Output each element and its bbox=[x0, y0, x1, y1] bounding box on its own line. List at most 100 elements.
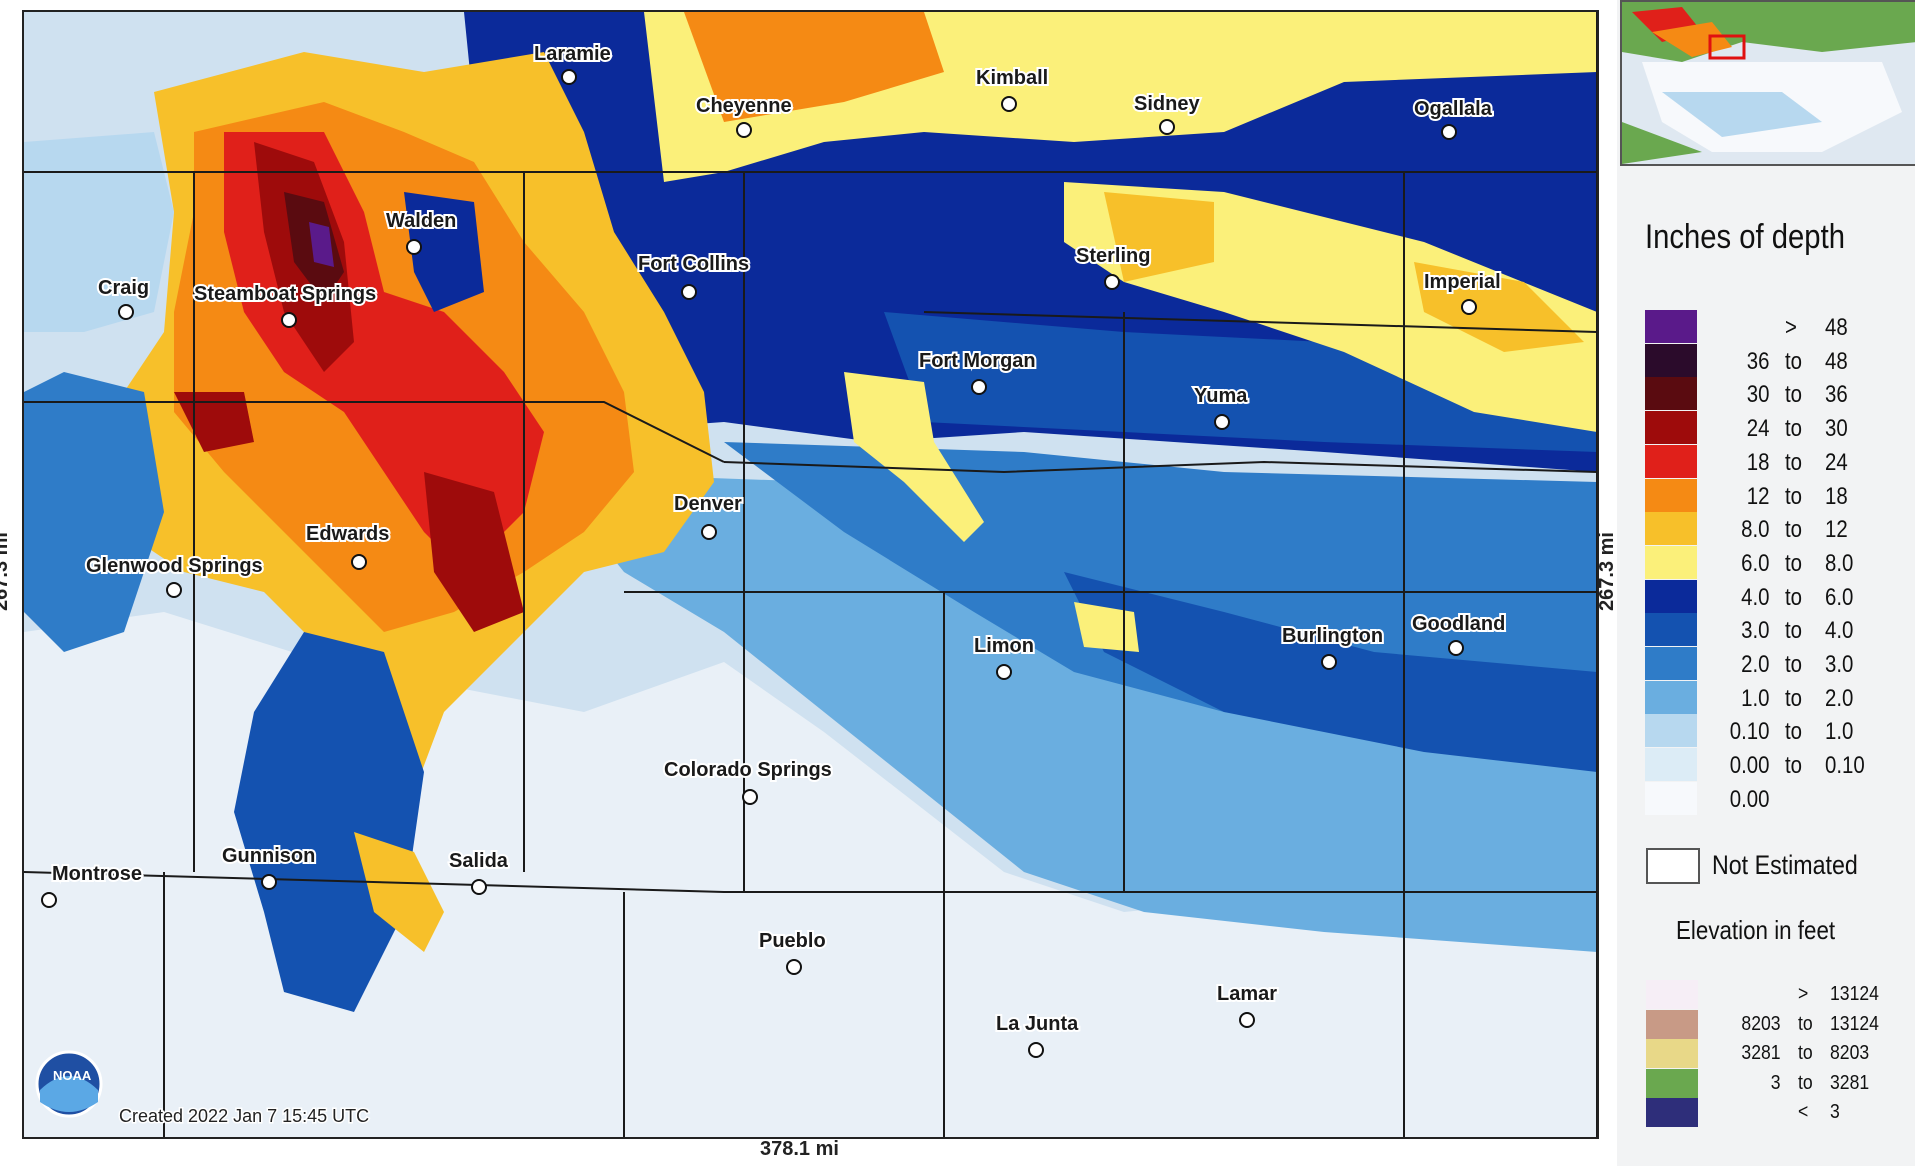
scale-vertical-left: 267.3 mi bbox=[0, 532, 12, 611]
city-gunnison[interactable]: Gunnison bbox=[220, 843, 317, 890]
scale-vertical-right: 267.3 mi bbox=[1595, 532, 1618, 611]
depth-legend-from: 1.0 bbox=[1741, 684, 1770, 712]
depth-legend-sep: to bbox=[1785, 549, 1803, 577]
snow-2-3in-west bbox=[24, 372, 164, 652]
city-lamar[interactable]: Lamar bbox=[1215, 981, 1279, 1028]
city-glenwood-springs[interactable]: Glenwood Springs bbox=[84, 553, 265, 598]
city-yuma[interactable]: Yuma bbox=[1192, 383, 1250, 430]
elevation-swatch bbox=[1646, 1009, 1698, 1039]
depth-legend-sep: to bbox=[1785, 718, 1803, 746]
city-imperial[interactable]: Imperial bbox=[1422, 269, 1503, 315]
depth-legend-sep: to bbox=[1785, 415, 1803, 443]
snow-6-8in-denver-lobe bbox=[844, 372, 984, 542]
svg-text:Limon: Limon bbox=[974, 635, 1034, 657]
city-limon[interactable]: Limon bbox=[972, 633, 1036, 680]
map-canvas: Laramie Cheyenne Kimball Sidney Ogallala… bbox=[24, 12, 1597, 1137]
depth-legend-from: 12 bbox=[1746, 482, 1770, 510]
depth-legend-to: 1.0 bbox=[1825, 718, 1854, 746]
depth-legend-sep: to bbox=[1785, 448, 1803, 476]
city-colorado-springs[interactable]: Colorado Springs bbox=[662, 757, 834, 805]
city-edwards[interactable]: Edwards bbox=[304, 521, 391, 570]
elevation-legend-to: 3 bbox=[1830, 1101, 1840, 1123]
city-pueblo[interactable]: Pueblo bbox=[757, 928, 828, 975]
svg-text:Fort Morgan: Fort Morgan bbox=[919, 350, 1036, 372]
depth-legend-to: 3.0 bbox=[1825, 651, 1854, 678]
snow-3-4in-gunnison bbox=[234, 632, 424, 1012]
depth-legend-sep: to bbox=[1785, 381, 1803, 409]
depth-legend-sep: to bbox=[1785, 617, 1803, 645]
snow-3-4in-south-region bbox=[1064, 572, 1597, 772]
depth-legend-row: 1.0 to 2.0 bbox=[1645, 680, 1905, 714]
city-goodland[interactable]: Goodland bbox=[1410, 611, 1507, 656]
depth-swatch bbox=[1645, 613, 1697, 647]
svg-text:Ogallala: Ogallala bbox=[1414, 98, 1493, 120]
city-burlington[interactable]: Burlington bbox=[1280, 623, 1385, 670]
depth-swatch bbox=[1645, 579, 1697, 613]
depth-legend-to: 12 bbox=[1825, 516, 1848, 544]
svg-text:Gunnison: Gunnison bbox=[222, 845, 315, 867]
elevation-legend-row: <3 bbox=[1646, 1098, 1906, 1127]
city-montrose[interactable]: Montrose bbox=[41, 861, 144, 908]
depth-legend-to: 48 bbox=[1825, 347, 1848, 375]
city-fort-collins[interactable]: Fort Collins bbox=[636, 251, 751, 300]
snow-12-18in-north bbox=[684, 12, 944, 122]
depth-swatch bbox=[1645, 343, 1697, 377]
city-ogallala[interactable]: Ogallala bbox=[1412, 96, 1495, 140]
city-laramie[interactable]: Laramie bbox=[532, 41, 613, 85]
elevation-swatch bbox=[1646, 980, 1698, 1009]
depth-legend-to: 6.0 bbox=[1825, 583, 1854, 611]
depth-swatch bbox=[1645, 478, 1697, 512]
snow-depth-map[interactable]: Laramie Cheyenne Kimball Sidney Ogallala… bbox=[22, 10, 1599, 1139]
snow-4-6in-walden-basin bbox=[404, 192, 484, 312]
svg-text:Montrose: Montrose bbox=[52, 863, 142, 885]
depth-legend-sep: to bbox=[1785, 684, 1803, 712]
depth-swatch bbox=[1645, 680, 1697, 714]
city-sterling[interactable]: Sterling bbox=[1074, 243, 1152, 290]
depth-legend-sep: to bbox=[1785, 482, 1803, 510]
depth-legend-sep: to bbox=[1785, 516, 1803, 544]
city-la-junta[interactable]: La Junta bbox=[994, 1011, 1081, 1058]
elevation-legend-sep: to bbox=[1798, 1012, 1813, 1035]
depth-legend-sep: to bbox=[1785, 347, 1803, 375]
city-kimball[interactable]: Kimball bbox=[974, 65, 1050, 112]
elevation-swatch bbox=[1646, 1039, 1698, 1068]
elevation-legend-to: 8203 bbox=[1830, 1042, 1870, 1064]
depth-legend-to: 18 bbox=[1825, 482, 1848, 510]
depth-legend-from: 24 bbox=[1746, 415, 1770, 443]
depth-swatch bbox=[1645, 377, 1697, 411]
snow-over-48in-core bbox=[309, 222, 334, 267]
locator-inset-map[interactable] bbox=[1620, 0, 1915, 166]
depth-swatch bbox=[1645, 444, 1697, 478]
depth-legend-to: 2.0 bbox=[1825, 684, 1854, 712]
city-craig[interactable]: Craig bbox=[96, 275, 151, 320]
elevation-legend-to: 3281 bbox=[1830, 1071, 1870, 1094]
elevation-legend-to: 13124 bbox=[1830, 1012, 1879, 1035]
city-fort-morgan[interactable]: Fort Morgan bbox=[917, 348, 1038, 395]
snow-0.1-1in-northwest bbox=[24, 132, 174, 332]
depth-swatch bbox=[1645, 411, 1697, 445]
depth-legend-from: 2.0 bbox=[1741, 651, 1770, 678]
snow-6-8in-limon-patch bbox=[1074, 602, 1139, 652]
locator-map-icon bbox=[1622, 2, 1915, 164]
elevation-legend-from: 3 bbox=[1770, 1071, 1781, 1094]
city-denver[interactable]: Denver bbox=[672, 491, 744, 540]
svg-text:Lamar: Lamar bbox=[1217, 983, 1277, 1005]
city-cheyenne[interactable]: Cheyenne bbox=[694, 93, 794, 138]
svg-text:Fort Collins: Fort Collins bbox=[638, 253, 749, 275]
svg-text:Edwards: Edwards bbox=[306, 523, 389, 545]
depth-swatch bbox=[1645, 647, 1697, 680]
depth-legend-from: 3.0 bbox=[1741, 617, 1770, 645]
city-sidney[interactable]: Sidney bbox=[1132, 91, 1202, 135]
city-steamboat-springs[interactable]: Steamboat Springs bbox=[192, 281, 378, 328]
city-salida[interactable]: Salida bbox=[447, 848, 511, 895]
depth-legend-from: 18 bbox=[1746, 448, 1770, 476]
city-walden[interactable]: Walden bbox=[384, 208, 458, 255]
svg-text:Colorado Springs: Colorado Springs bbox=[664, 759, 832, 781]
